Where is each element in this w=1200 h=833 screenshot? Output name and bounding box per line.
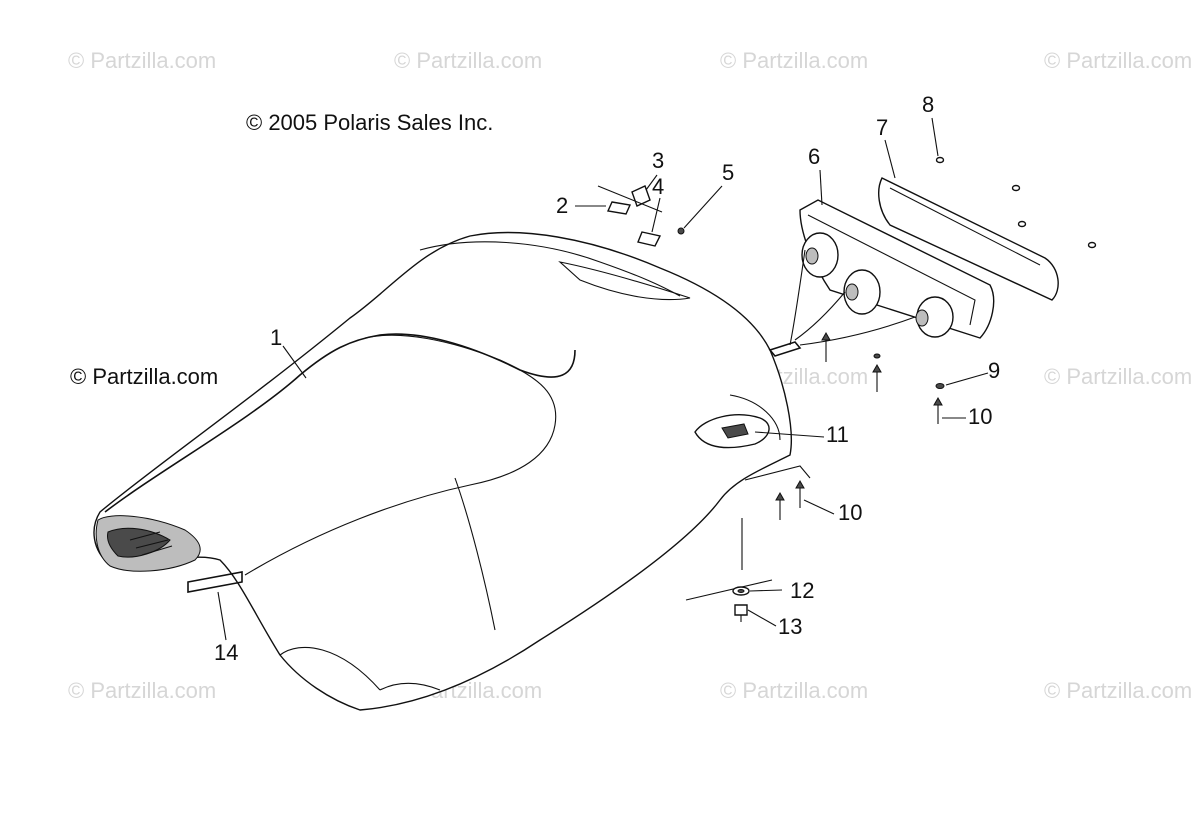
watermark: © Partzilla.com — [720, 48, 869, 73]
copyright-notice: © 2005 Polaris Sales Inc. — [246, 110, 494, 135]
lens-part — [878, 177, 1059, 301]
callout-10-upper: 10 — [968, 404, 992, 429]
watermark: © Partzilla.com — [1044, 48, 1193, 73]
callout-4: 4 — [652, 174, 664, 199]
callout-9: 9 — [988, 358, 1000, 383]
latch-part — [694, 414, 770, 449]
fasteners — [685, 331, 945, 622]
watermark: © Partzilla.com — [394, 48, 543, 73]
callout-1: 1 — [270, 325, 282, 350]
watermark: © Partzilla.com — [1044, 364, 1193, 389]
callout-3: 3 — [652, 148, 664, 173]
leader-lines — [217, 117, 989, 641]
rod-part — [187, 571, 243, 593]
callout-5: 5 — [722, 160, 734, 185]
callout-14: 14 — [214, 640, 238, 665]
taillight-housing — [768, 199, 995, 357]
watermark: © Partzilla.com — [1044, 678, 1193, 703]
callout-11: 11 — [826, 422, 849, 447]
watermark: © Partzilla.com — [68, 48, 217, 73]
callout-13: 13 — [778, 614, 802, 639]
callout-8: 8 — [922, 92, 934, 117]
callout-6: 6 — [808, 144, 820, 169]
decals — [597, 185, 685, 247]
callout-10-lower: 10 — [838, 500, 862, 525]
callout-7: 7 — [876, 115, 888, 140]
seat-part — [93, 231, 792, 711]
screws-8 — [935, 156, 1097, 249]
callout-numbers: 1 2 3 4 5 6 7 8 9 10 10 11 12 13 14 — [214, 92, 1000, 665]
watermark: © Partzilla.com — [720, 678, 869, 703]
callout-12: 12 — [790, 578, 814, 603]
callout-2: 2 — [556, 193, 568, 218]
site-notice: © Partzilla.com — [70, 364, 219, 389]
watermark: © Partzilla.com — [68, 678, 217, 703]
